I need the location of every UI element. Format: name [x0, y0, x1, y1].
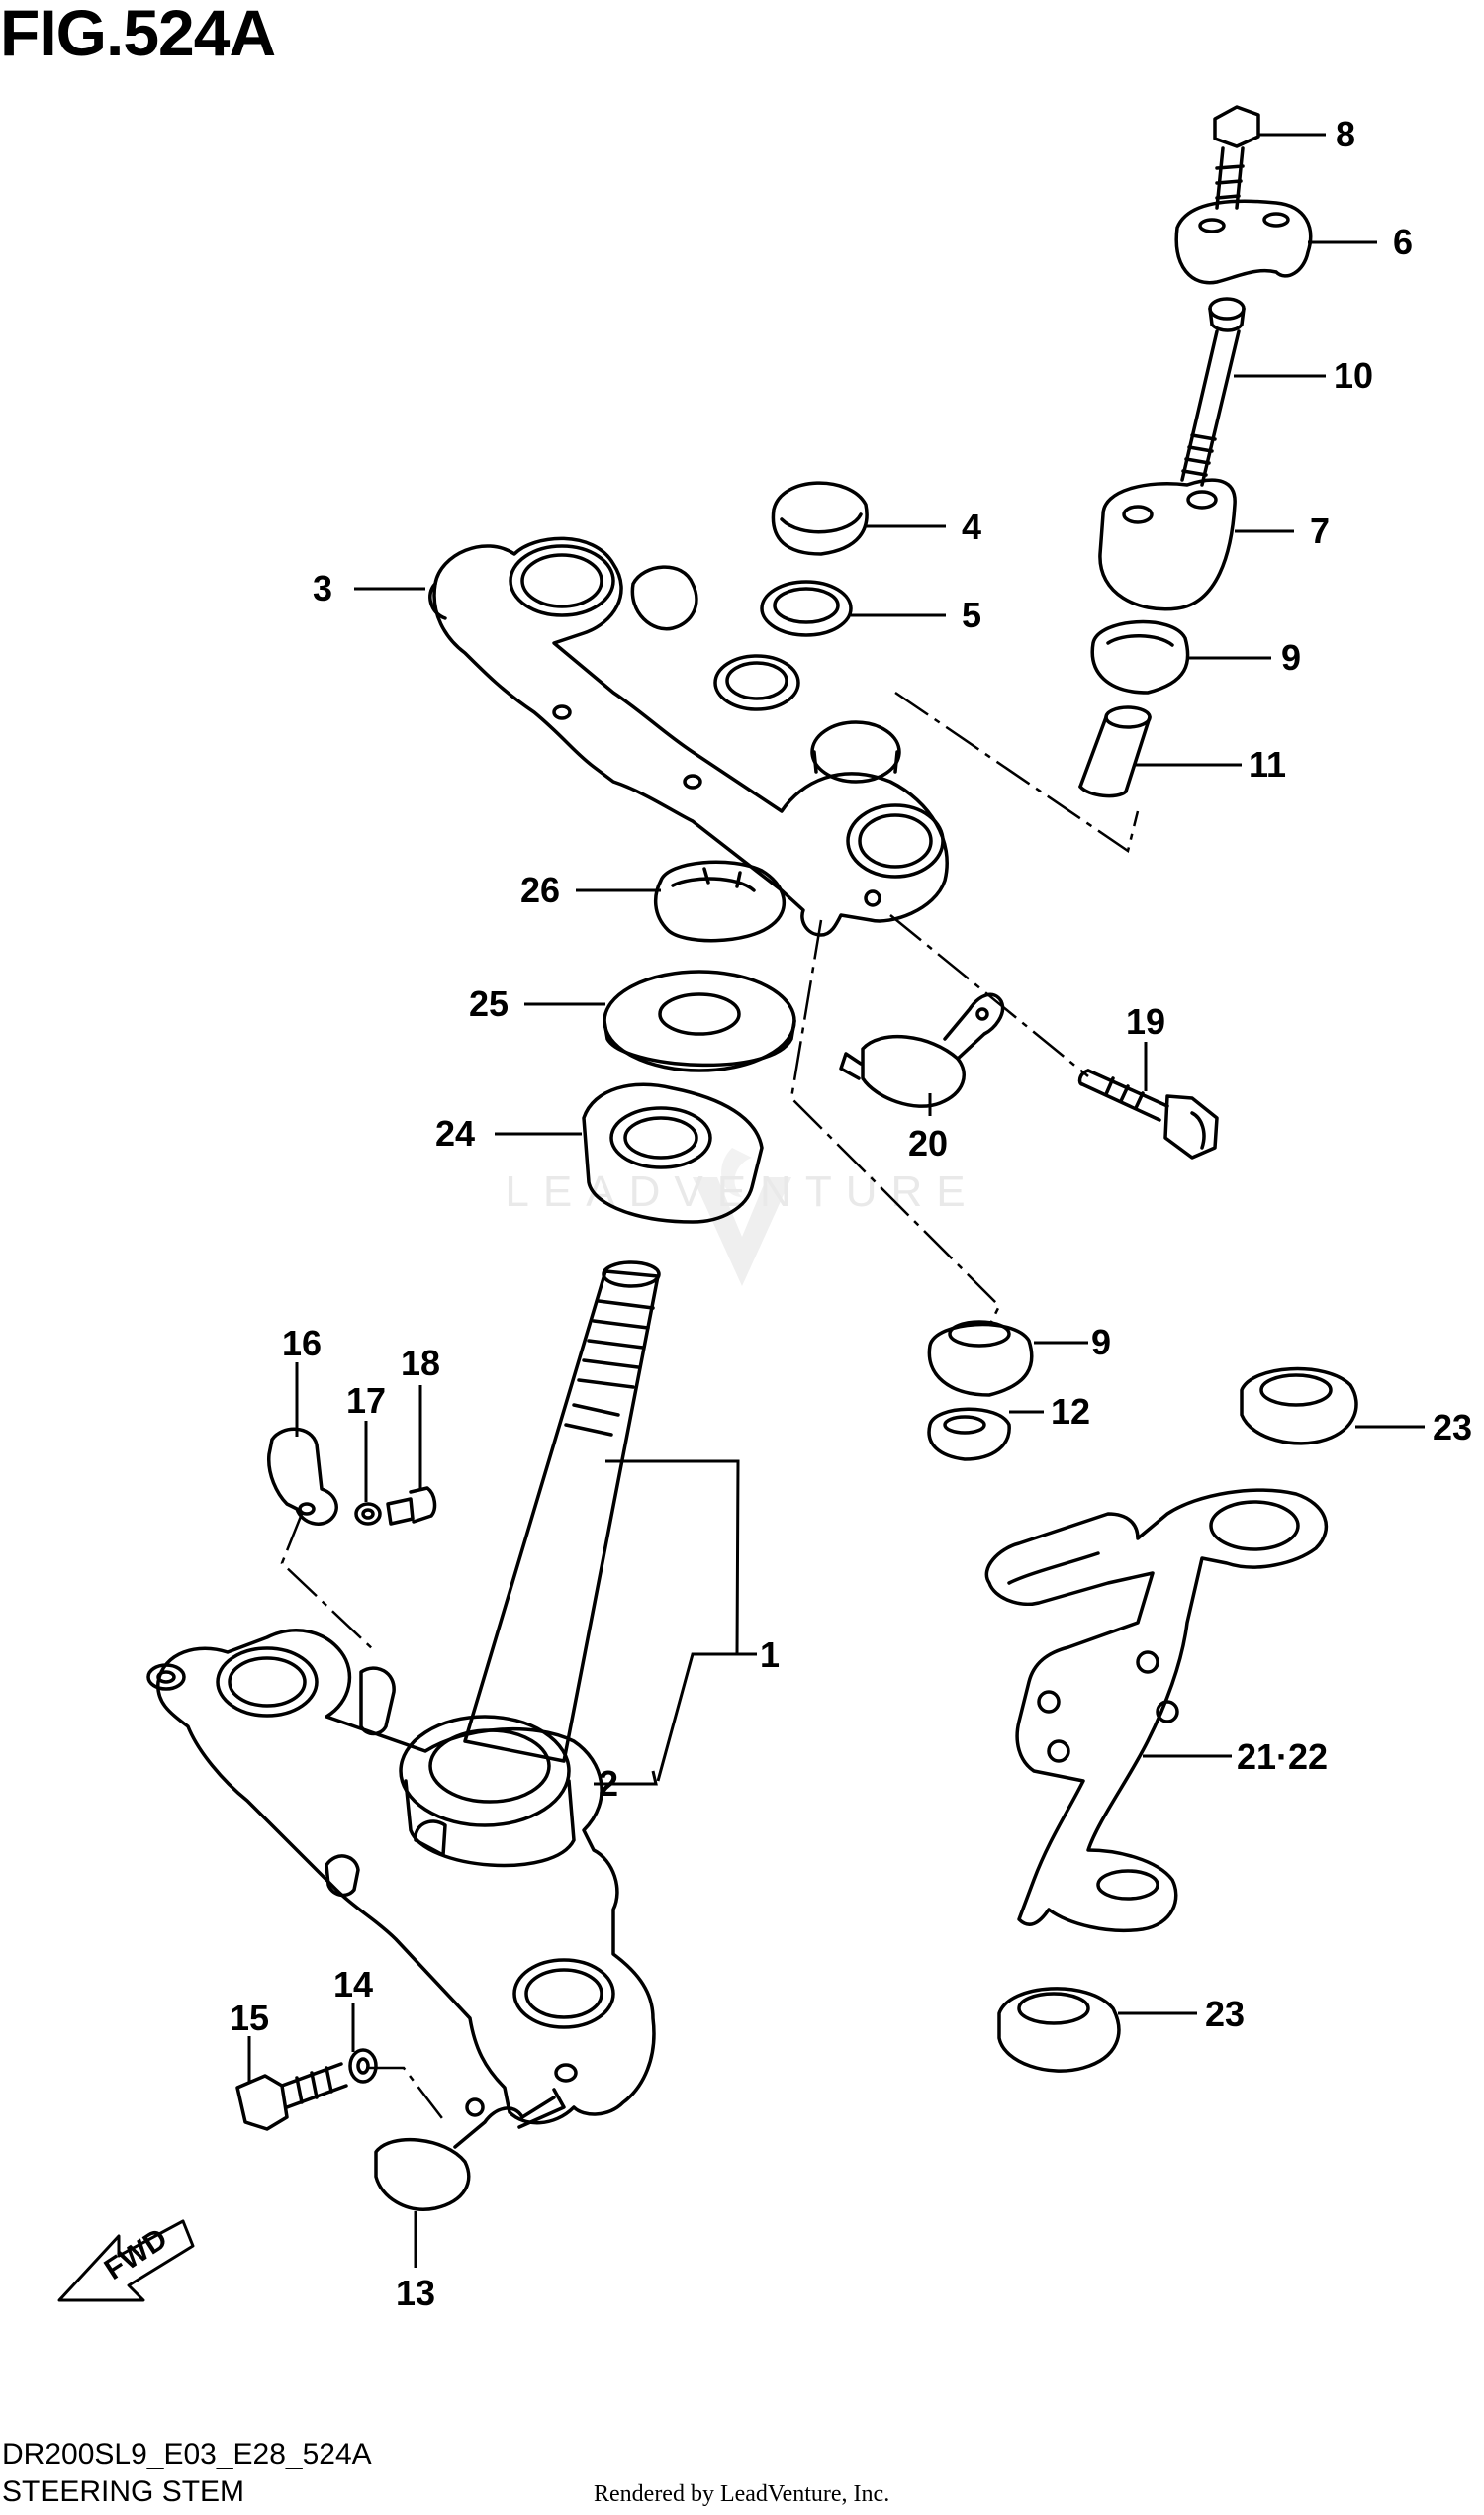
part-10-long-bolt: [1180, 297, 1246, 487]
fwd-arrow: [57, 2219, 195, 2302]
part-20-cable-guide: [839, 992, 1005, 1108]
callout-25: 25: [469, 983, 509, 1024]
callout-21-22: 21·22: [1237, 1736, 1328, 1777]
part-11-spacer: [1078, 705, 1152, 798]
part-4-cap: [771, 481, 869, 556]
alignment-line-7-stem: [894, 691, 1140, 854]
callout-23-upper: 23: [1433, 1407, 1472, 1447]
part-7-handlebar-holder: [1098, 478, 1237, 611]
callout-11: 11: [1249, 744, 1286, 785]
leader-1: [605, 1459, 757, 1782]
callout-3: 3: [313, 568, 332, 608]
part-18-screw: [386, 1486, 437, 1526]
model-code: DR200SL9_E03_E28_524A: [2, 2438, 372, 2470]
part-25-dust-seal: [603, 970, 796, 1072]
callout-7: 7: [1310, 511, 1330, 551]
callout-24: 24: [435, 1113, 475, 1154]
alignment-line-19: [889, 914, 1089, 1077]
callout-2: 2: [599, 1763, 618, 1804]
callout-26: 26: [520, 870, 560, 910]
callout-18: 18: [401, 1343, 440, 1383]
callout-9-lower: 9: [1091, 1322, 1111, 1362]
part-17-washer: [354, 1502, 382, 1526]
leadventure-logo-watermark: [693, 1148, 791, 1286]
callout-16: 16: [282, 1323, 322, 1363]
part-21-22-bracket: [984, 1488, 1328, 1933]
part-5-ring: [760, 580, 853, 637]
part-14-washer: [348, 2048, 378, 2084]
part-19-bolt: [1077, 1069, 1219, 1160]
part-23-grommet-lower: [997, 1987, 1121, 2073]
render-credit: Rendered by LeadVenture, Inc.: [594, 2481, 890, 2507]
part-9-cushion-upper: [1090, 619, 1190, 695]
callout-13: 13: [396, 2273, 435, 2313]
part-15-bolt: [235, 2062, 348, 2131]
callout-6: 6: [1393, 222, 1413, 262]
callout-17: 17: [346, 1380, 386, 1421]
part-1-steering-stem: [146, 1260, 661, 2125]
callout-23-lower: 23: [1205, 1994, 1245, 2034]
callout-4: 4: [962, 507, 981, 547]
part-26-steering-nut: [653, 860, 787, 943]
callout-10: 10: [1334, 355, 1373, 396]
diagram-caption: STEERING STEM: [2, 2475, 245, 2508]
alignment-line-16: [280, 1513, 377, 1653]
part-12-nut: [927, 1407, 1011, 1461]
part-6-handlebar-clamp: [1174, 199, 1313, 285]
part-16-clamp: [267, 1427, 338, 1526]
part-23-grommet-upper: [1240, 1366, 1358, 1445]
alignment-line-15: [366, 2066, 446, 2123]
callout-9-upper: 9: [1281, 637, 1301, 678]
leader-2: [594, 1770, 658, 1786]
callout-15: 15: [230, 1998, 269, 2038]
part-8-bolt: [1213, 105, 1260, 210]
alignment-line-stem-down: [789, 919, 1001, 1327]
callout-12: 12: [1051, 1391, 1090, 1432]
part-3-upper-bracket: [428, 536, 949, 937]
callout-14: 14: [333, 1964, 373, 2004]
figure-title: FIG.524A: [0, 0, 276, 69]
part-13-cable-guide: [374, 2088, 566, 2211]
callout-20: 20: [908, 1123, 948, 1164]
callout-5: 5: [962, 595, 981, 635]
callout-1: 1: [760, 1634, 780, 1675]
part-24-bearing: [582, 1082, 764, 1224]
callout-8: 8: [1336, 114, 1355, 154]
callout-19: 19: [1126, 1001, 1165, 1042]
part-9-cushion-lower: [927, 1320, 1034, 1397]
